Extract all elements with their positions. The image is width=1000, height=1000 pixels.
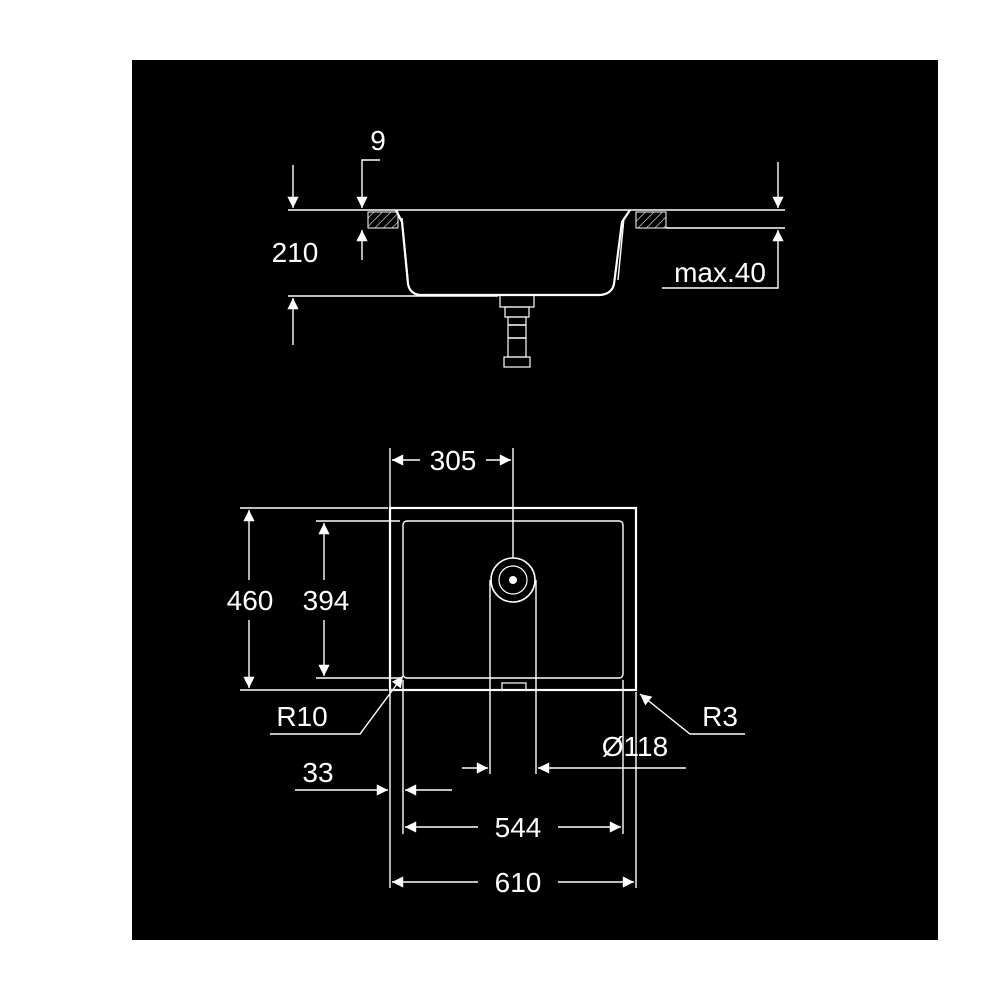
dim-outer-radius-label: R3 (702, 701, 738, 732)
dim-inner-depth-label: 394 (303, 585, 350, 616)
section-view: 210 9 max.40 (272, 125, 785, 368)
sink-bowl-outline (395, 209, 631, 297)
sink-wall-inner (401, 217, 625, 281)
worktop-hatch-right (635, 211, 667, 229)
dim-inner-radius-label: R10 (276, 701, 327, 732)
dim-drain-offset-label: 305 (430, 445, 477, 476)
dim-r10-leader (270, 675, 404, 735)
dim-inner-width-label: 544 (495, 812, 542, 843)
overflow-slot-icon (501, 682, 527, 691)
dim-worktop-label: max.40 (674, 257, 766, 288)
dim-depth-label: 210 (272, 237, 319, 268)
drawing-panel (132, 60, 938, 940)
dim-9-arrow-top (356, 159, 380, 208)
dim-r3-leader (639, 693, 745, 735)
dim-edge-offset-label: 33 (302, 757, 333, 788)
dim-flange-label: 9 (370, 125, 386, 156)
waste-fitting-icon (499, 294, 535, 368)
worktop-hatch-left (367, 211, 399, 229)
drain-icon (490, 557, 536, 603)
dim-drain-diameter-label: Ø118 (602, 731, 668, 762)
dim-outer-width-label: 610 (495, 867, 542, 898)
dim-outer-depth-label: 460 (227, 585, 274, 616)
plan-view: 305 460 394 R10 R3 Ø118 33 544 (227, 445, 745, 898)
dim-max40-arrow-bottom (662, 230, 784, 289)
